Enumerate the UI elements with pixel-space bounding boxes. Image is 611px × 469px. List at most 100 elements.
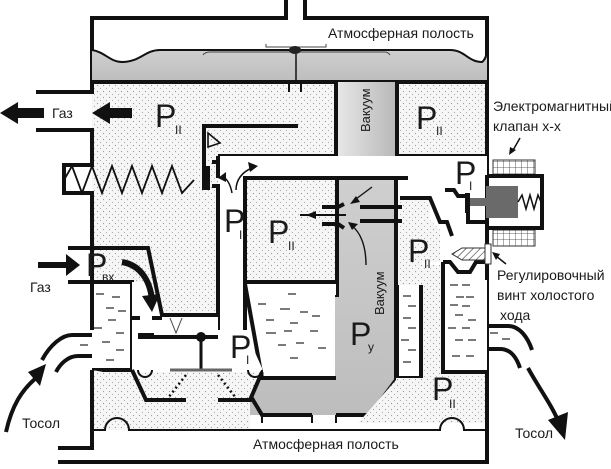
pressure-sub: I bbox=[246, 353, 249, 367]
pressure-base: P bbox=[455, 155, 476, 191]
coolant-right-dashes bbox=[448, 284, 510, 357]
bottom-diaphragm bbox=[92, 417, 487, 431]
pressure-p1-lower: P I bbox=[230, 329, 251, 367]
mixer-nozzle-right bbox=[360, 205, 402, 223]
solenoid-pointer-head bbox=[509, 147, 516, 155]
p1-lower-top-wall bbox=[92, 246, 218, 317]
pressure-sub: II bbox=[449, 397, 456, 411]
coolant-inlet-bottom bbox=[54, 354, 92, 373]
coolant-left-dashes bbox=[80, 293, 126, 361]
label-screw-line2: винт холостого bbox=[497, 287, 595, 303]
gas-outlet-bottom-wall bbox=[36, 128, 94, 330]
solenoid-coil-bottom bbox=[492, 229, 536, 247]
pressure-sub: у bbox=[368, 340, 374, 354]
coolant-center-dashes bbox=[258, 293, 326, 359]
valve-pivot-triangle bbox=[207, 131, 222, 149]
p1-inner-wall bbox=[243, 176, 408, 330]
gas-out-arrow-inner bbox=[92, 102, 132, 124]
mixer-inflow-arrow-bottom-head bbox=[348, 222, 358, 230]
solenoid-spring bbox=[517, 192, 542, 212]
gas-outlet-top-wall bbox=[36, 82, 94, 94]
housing-left-wall-lower bbox=[58, 370, 94, 450]
label-coolant-out: Тосол bbox=[515, 425, 553, 441]
flow-arrow-p1-up-head bbox=[248, 162, 258, 172]
flow-arrow-p1-in-head bbox=[218, 172, 226, 182]
pressure-base: P bbox=[432, 371, 453, 407]
idle-channel-wall bbox=[400, 196, 454, 237]
pressure-p2-right-top: P II bbox=[416, 100, 443, 138]
coolant-out-arrowhead bbox=[548, 412, 568, 440]
pressure-base: P bbox=[416, 100, 437, 136]
label-gas-out: Газ bbox=[52, 105, 73, 121]
pressure-base: P bbox=[155, 98, 176, 134]
coolant-center-wall bbox=[243, 283, 336, 380]
coolant-inlet-top bbox=[40, 333, 92, 361]
label-solenoid-line2: клапан х-х bbox=[493, 118, 561, 134]
coolant-in-arrow-shaft bbox=[4, 376, 38, 433]
pressure-sub: II bbox=[175, 123, 182, 137]
pressure-p2-bottom-right: P II bbox=[432, 371, 456, 411]
solenoid-coil-top bbox=[492, 159, 536, 177]
valve-plate bbox=[202, 166, 210, 190]
pressure-p1-channel: P I bbox=[224, 203, 245, 242]
primary-valve-pad bbox=[138, 333, 154, 339]
label-vacuum-mid: Вакуум bbox=[372, 271, 387, 315]
coolant-right bbox=[443, 280, 487, 372]
pressure-sub: I bbox=[239, 228, 242, 242]
label-screw-line1: Регулировочный bbox=[497, 267, 605, 283]
pressure-p-y: P у bbox=[350, 316, 374, 354]
pressure-sub: I bbox=[469, 179, 472, 193]
pressure-p2-main: P II bbox=[155, 98, 182, 137]
diaphragm-rivet bbox=[289, 46, 301, 54]
pressure-sub: II bbox=[424, 257, 431, 271]
pressure-base: P bbox=[86, 247, 107, 283]
screw-pointer-head bbox=[492, 252, 500, 260]
coolant-right-wall bbox=[441, 260, 487, 374]
diaphragm-cup bbox=[130, 369, 264, 402]
label-screw-line3: хода bbox=[500, 307, 530, 323]
py-vent bbox=[261, 415, 337, 423]
label-vacuum-top: Вакуум bbox=[358, 88, 373, 132]
mixer-flow-arrowhead bbox=[306, 211, 316, 219]
mixer-inflow-arrow-top-head bbox=[350, 196, 360, 204]
coolant-left bbox=[92, 284, 130, 368]
coolant-in-arrowhead bbox=[28, 364, 46, 386]
pressure-p2-center: P II bbox=[268, 214, 295, 253]
solenoid-housing bbox=[487, 174, 544, 230]
label-gas-in: Газ bbox=[30, 279, 51, 295]
primary-lever-pivot bbox=[169, 317, 183, 335]
label-solenoid-line1: Электромагнитный bbox=[493, 98, 611, 114]
solenoid-stem bbox=[470, 198, 488, 206]
p1-channel-left-wall bbox=[212, 160, 220, 330]
pressure-p1-solenoid: P I bbox=[455, 155, 476, 193]
gas-out-arrow-outer bbox=[0, 102, 44, 124]
p2-right-mid-chamber bbox=[398, 200, 440, 285]
coolant-outlet-top bbox=[487, 324, 534, 351]
p2-bottom-right-chamber bbox=[358, 265, 487, 423]
pressure-base: P bbox=[350, 316, 371, 352]
pressure-p2-right-mid: P II bbox=[408, 233, 431, 271]
coolant-outlet-bottom bbox=[487, 347, 522, 369]
pressure-sub: II bbox=[288, 239, 295, 253]
valve-spring bbox=[63, 163, 195, 196]
pressure-sub: вх bbox=[102, 270, 114, 284]
lower-p2-strip bbox=[92, 398, 250, 423]
label-coolant-in: Тосол bbox=[22, 415, 60, 431]
diaphragm-rod-guide bbox=[288, 84, 302, 92]
coolant-column-dashes bbox=[401, 295, 416, 363]
pressure-base: P bbox=[268, 214, 289, 250]
p2-center-chamber bbox=[247, 180, 336, 280]
inlet-flow-arrowhead bbox=[142, 294, 160, 312]
mixer-inflow-arrow-top bbox=[355, 186, 373, 200]
p2-right-top-chamber bbox=[397, 84, 485, 156]
pressure-base: P bbox=[230, 329, 251, 365]
vacuum-diaphragm-chamber bbox=[92, 50, 488, 82]
pressure-p-in: P вх bbox=[86, 247, 114, 284]
gas-in-arrow bbox=[38, 254, 80, 276]
solenoid-core bbox=[486, 186, 518, 218]
p1-lower-chamber bbox=[132, 282, 262, 372]
housing-bottom-wall bbox=[58, 372, 489, 464]
coolant-out-arrow-shaft bbox=[526, 367, 562, 426]
